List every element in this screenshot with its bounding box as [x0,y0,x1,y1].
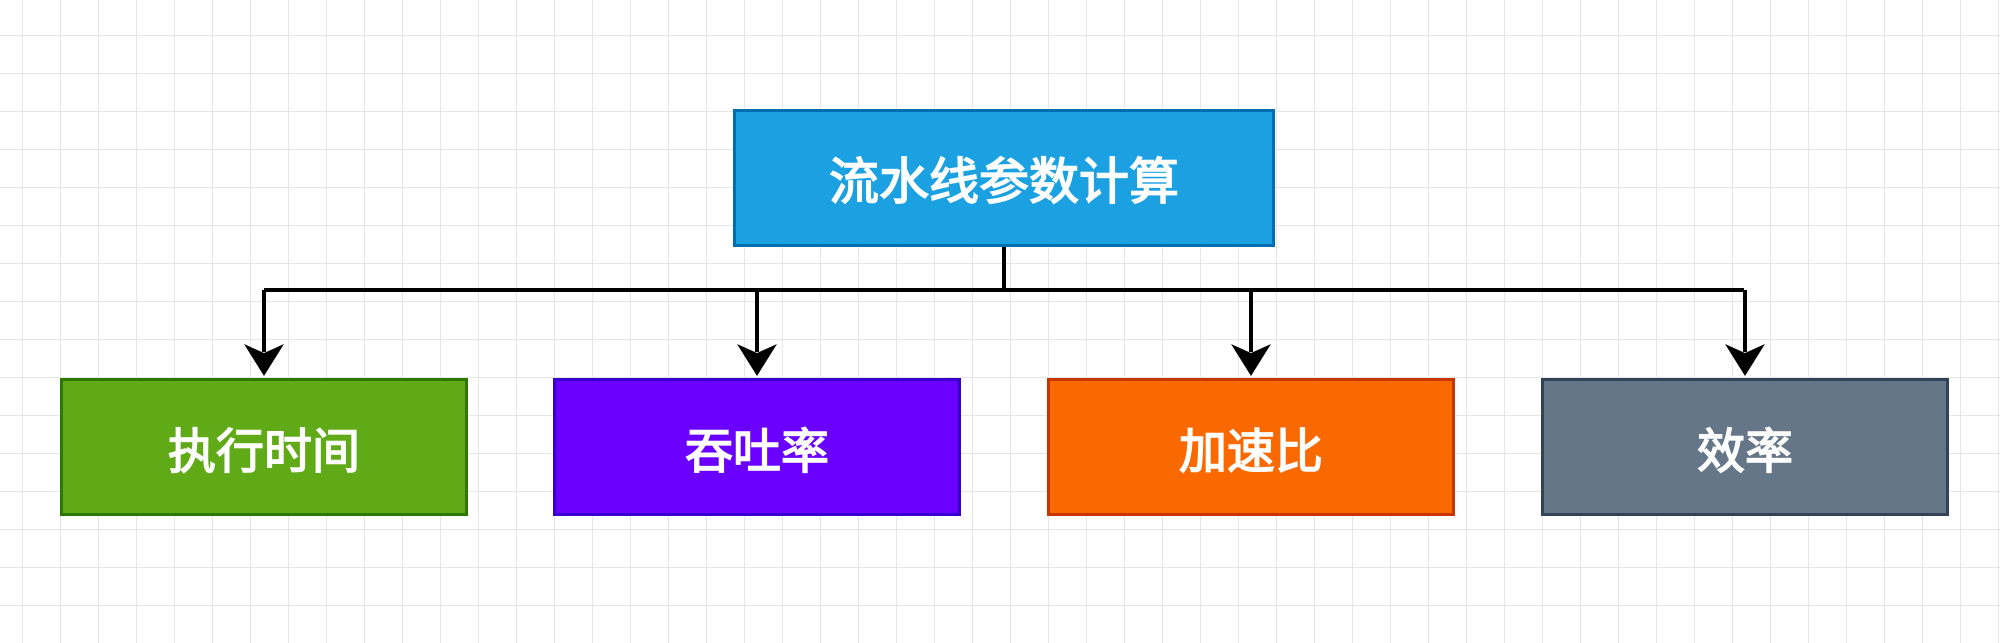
node-efficiency-label: 效率 [1696,424,1793,480]
node-throughput-label: 吞吐率 [684,424,829,480]
node-throughput[interactable]: 吞吐率 [553,378,961,516]
root-node-pipeline-parameter-calculation[interactable]: 流水线参数计算 [733,109,1275,247]
arrowhead-speedup [1231,344,1271,376]
node-execution-time-label: 执行时间 [167,424,360,480]
node-efficiency[interactable]: 效率 [1541,378,1949,516]
node-speedup-label: 加速比 [1178,424,1323,480]
node-speedup[interactable]: 加速比 [1047,378,1455,516]
node-execution-time[interactable]: 执行时间 [60,378,468,516]
arrowhead-execution-time [244,344,284,376]
arrowhead-throughput [737,344,777,376]
arrowhead-efficiency [1725,344,1765,376]
root-node-label: 流水线参数计算 [829,153,1179,211]
